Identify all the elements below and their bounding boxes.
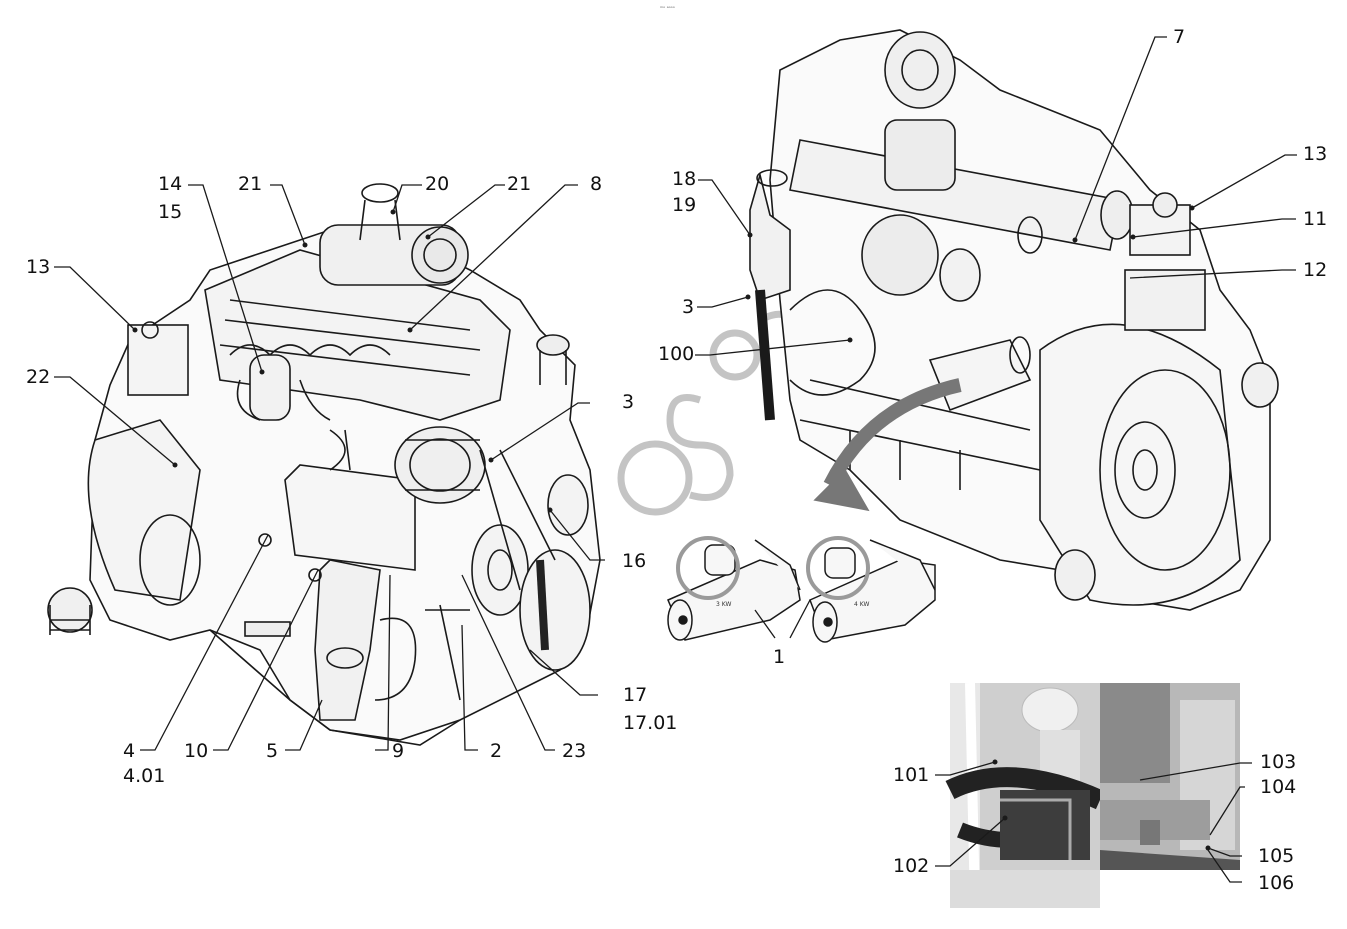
callout-20: 20 (425, 173, 450, 195)
callout-8: 8 (590, 173, 603, 195)
callout-18: 18 (672, 168, 697, 190)
photo-inset (945, 682, 1240, 909)
callout-10: 10 (184, 740, 209, 762)
callout-4: 4 (123, 740, 136, 762)
callout-9: 9 (392, 740, 405, 762)
callout-2: 2 (490, 740, 503, 762)
callout-105: 105 (1258, 845, 1295, 867)
callout-103: 103 (1260, 751, 1297, 773)
callout-3-right: 3 (682, 296, 695, 318)
callout-21-b: 21 (507, 173, 532, 195)
callout-19: 19 (672, 194, 697, 216)
callout-1: 1 (773, 646, 786, 668)
callout-101: 101 (893, 764, 930, 786)
starter-4kw (806, 536, 936, 643)
leader-lines (54, 36, 1297, 883)
right-engine-illustration (749, 29, 1279, 611)
callout-17-01: 17.01 (623, 712, 678, 734)
callout-104: 104 (1260, 776, 1297, 798)
callout-11: 11 (1303, 208, 1328, 230)
header-code: ᵐᵒ ᵃᵒᵒᵒ (660, 6, 675, 12)
callout-106: 106 (1258, 872, 1295, 894)
leader-arrowheads (132, 205, 1211, 851)
callout-7: 7 (1173, 26, 1186, 48)
callout-15: 15 (158, 201, 183, 223)
callout-13-left: 13 (26, 256, 51, 278)
callout-102: 102 (893, 855, 930, 877)
callout-23: 23 (562, 740, 587, 762)
callout-21-a: 21 (238, 173, 263, 195)
callout-4-01: 4.01 (123, 765, 166, 787)
starter-3kw-label: 3 KW (716, 601, 731, 608)
callout-16: 16 (622, 550, 647, 572)
callout-17: 17 (623, 684, 648, 706)
starter-3kw (667, 536, 801, 641)
callout-22: 22 (26, 366, 51, 388)
starter-4kw-label: 4 KW (854, 601, 869, 608)
callout-13-right: 13 (1303, 143, 1328, 165)
callout-3-left: 3 (622, 391, 635, 413)
callout-14: 14 (158, 173, 183, 195)
callout-5: 5 (266, 740, 279, 762)
callout-100: 100 (658, 343, 695, 365)
left-engine-illustration (47, 183, 601, 746)
callout-12: 12 (1303, 259, 1328, 281)
